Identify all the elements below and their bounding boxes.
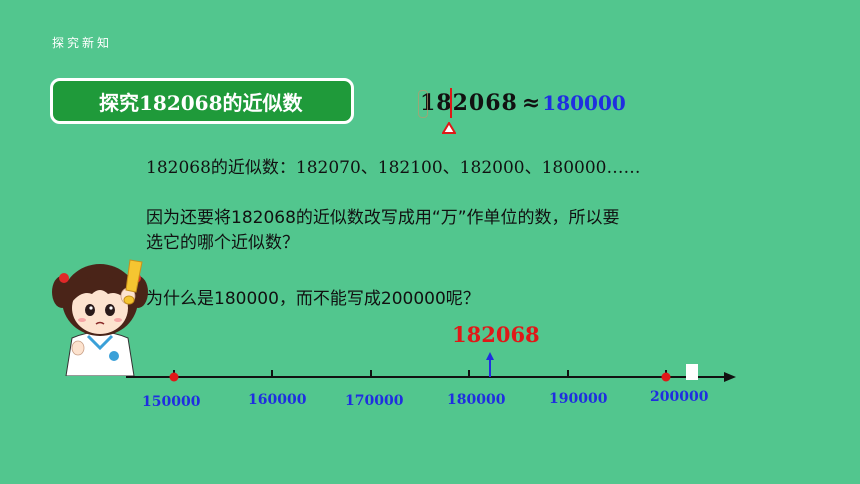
tick-label-150000: 150000 (142, 394, 201, 410)
split-line (450, 88, 452, 118)
digit-bracket (418, 90, 428, 118)
tick-label-200000: 200000 (650, 389, 709, 405)
cartoon-girl-image (52, 264, 148, 376)
title-text: 探究182068的近似数 (99, 90, 303, 115)
question-line-2: 选它的哪个近似数？ (146, 233, 299, 253)
demo-digits-wrap: 182068 (418, 88, 518, 134)
question-line-3: 为什么是180000，而不能写成200000呢？ (146, 289, 480, 309)
section-label: 探究新知 (52, 36, 113, 50)
tick-label-190000: 190000 (549, 391, 608, 407)
approx-value: 180000 (542, 91, 626, 115)
approx-list-line: 182068的近似数：182070、182100、182000、180000…… (146, 158, 641, 178)
arrow-right-icon (724, 372, 736, 382)
point-150000 (169, 372, 179, 382)
tick-label-160000: 160000 (248, 392, 307, 408)
demo-digits: 182068 (420, 90, 518, 116)
exclamation-icon (123, 259, 143, 305)
title-box: 探究182068的近似数 (50, 78, 354, 124)
number-demo: 182068 ≈ 180000 (418, 86, 626, 134)
tick-label-170000: 170000 (345, 393, 404, 409)
triangle-marker-icon (442, 122, 456, 134)
marker-value-label: 182068 (452, 322, 540, 347)
question-line-1: 因为还要将182068的近似数改写成用“万”作单位的数，所以要 (146, 208, 620, 228)
arrow-up-icon (486, 352, 494, 360)
tick-label-180000: 180000 (447, 392, 506, 408)
point-200000 (661, 372, 671, 382)
approx-symbol: ≈ (521, 90, 541, 116)
white-rectangle (686, 364, 698, 380)
